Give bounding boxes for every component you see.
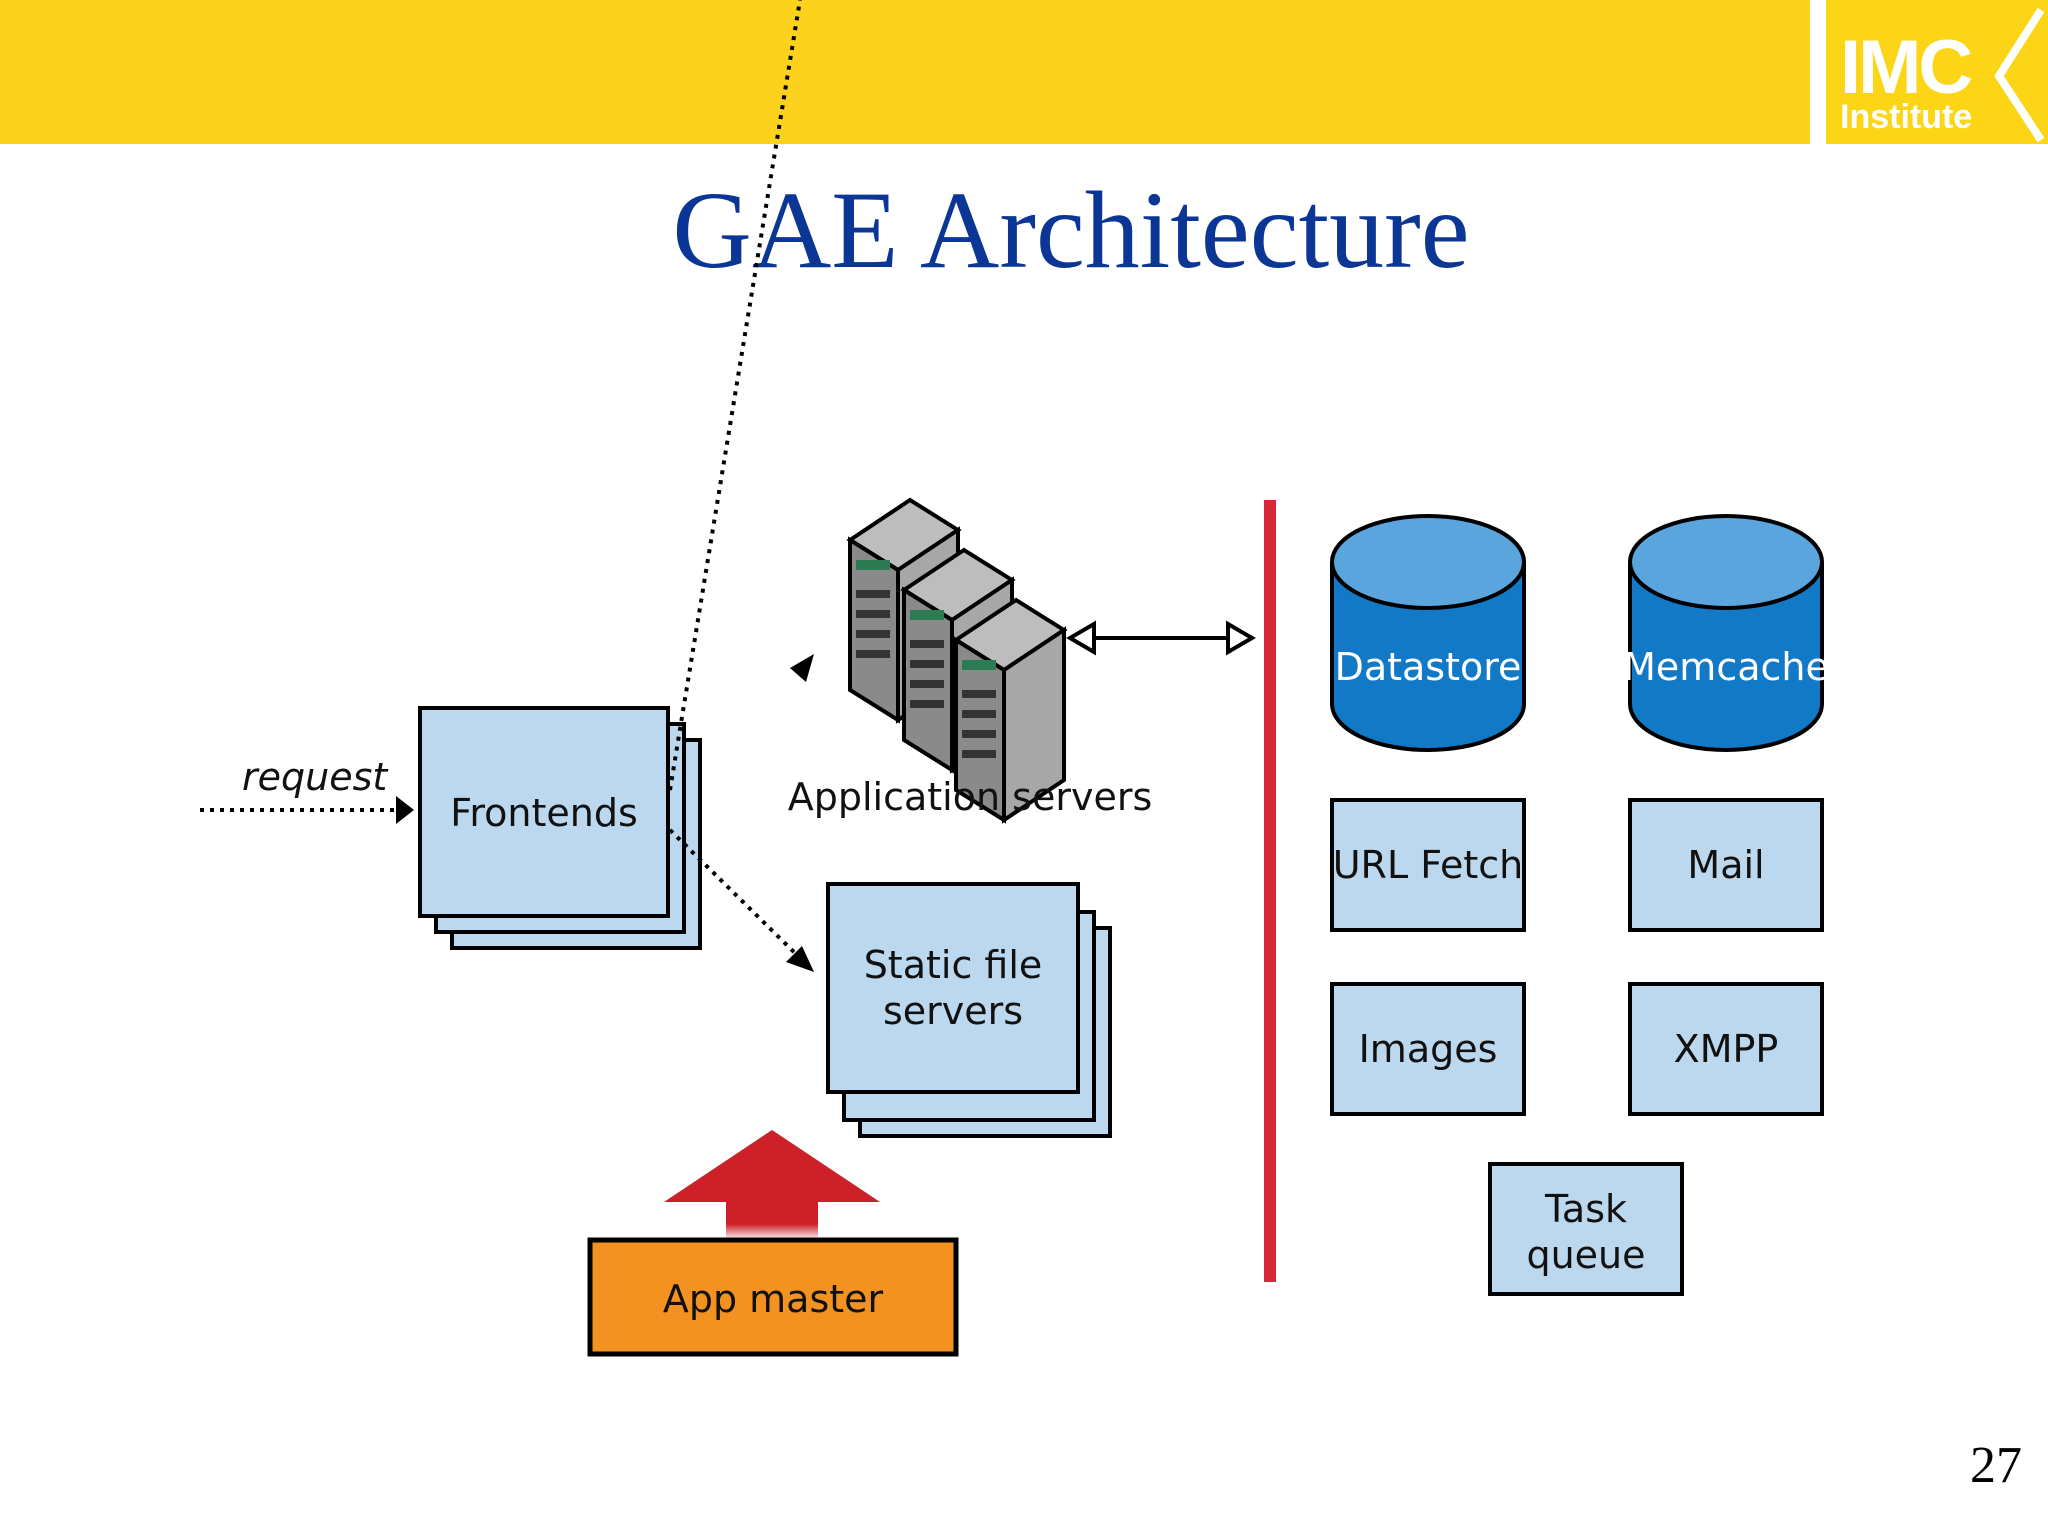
task-queue-label-line1: Task (1544, 1187, 1627, 1231)
static-file-servers-label-line2: servers (883, 989, 1023, 1033)
request-label: request (242, 755, 389, 799)
request-arrow (200, 796, 414, 824)
images-box: Images (1330, 982, 1526, 1116)
logo-text: IMC (1840, 25, 1973, 110)
app-master-up-arrow-icon (664, 1130, 880, 1240)
imc-logo: IMC Institute (1826, 0, 2048, 144)
logo-chevron-icon (1994, 7, 2045, 143)
xmpp-box: XMPP (1628, 982, 1824, 1116)
task-queue-box: Task queue (1488, 1162, 1684, 1296)
frontends-box: Frontends (418, 706, 702, 950)
frontends-to-static-arrow (668, 828, 814, 972)
datastore-label: Datastore (1335, 645, 1522, 689)
logo-subtext: Institute (1840, 98, 1973, 136)
mail-box: Mail (1628, 798, 1824, 932)
application-servers-label: Application servers (788, 775, 1153, 819)
app-servers-services-arrow (1066, 620, 1256, 656)
mail-label: Mail (1687, 843, 1764, 887)
url-fetch-box: URL Fetch (1330, 798, 1526, 932)
services-divider (1264, 500, 1276, 1282)
xmpp-label: XMPP (1674, 1027, 1779, 1071)
static-file-servers-label-line1: Static file (864, 943, 1043, 987)
url-fetch-label: URL Fetch (1333, 843, 1524, 887)
images-label: Images (1359, 1027, 1498, 1071)
memcache-cylinder: Memcache (1623, 514, 1829, 752)
task-queue-label-line2: queue (1526, 1233, 1645, 1277)
page-title: GAE Architecture (672, 169, 1470, 291)
static-file-servers-box: Static file servers (826, 882, 1112, 1138)
header-bar (0, 0, 1810, 144)
frontends-to-app-servers-arrow (668, 0, 814, 791)
app-master-box: App master (587, 1237, 959, 1357)
page-number: 27 (1970, 1437, 2022, 1494)
application-servers-icon (846, 497, 1068, 824)
datastore-cylinder: Datastore (1330, 514, 1526, 752)
frontends-label: Frontends (450, 791, 638, 835)
memcache-label: Memcache (1623, 645, 1829, 689)
app-master-label: App master (663, 1277, 884, 1321)
